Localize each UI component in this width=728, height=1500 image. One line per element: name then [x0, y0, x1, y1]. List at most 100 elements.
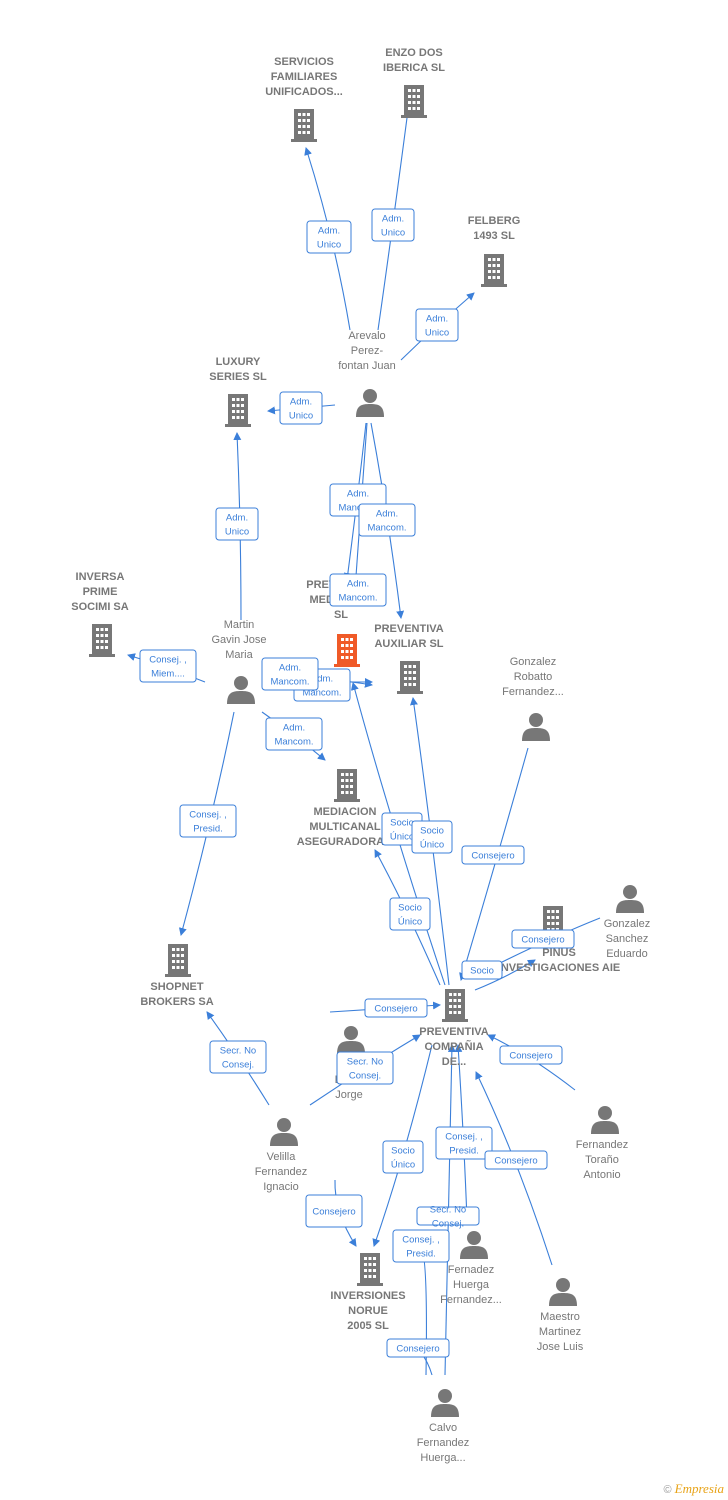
edge-label-frame [484, 1150, 548, 1170]
person-icon [460, 1231, 488, 1259]
node-label: UNIFICADOS... [265, 86, 343, 98]
node-label: Velilla [267, 1151, 297, 1163]
edge-label-box: Consejero [511, 929, 575, 949]
node-label: SOCIMI SA [71, 601, 129, 613]
edge-label-frame [279, 391, 323, 425]
node-label: SL [334, 609, 348, 621]
node-compania[interactable]: PREVENTIVACOMPAÑIADE... [419, 989, 489, 1068]
node-label: Gonzalez [510, 656, 556, 668]
edge-label-frame [305, 1194, 363, 1228]
edge-label-box: Consejero [484, 1150, 548, 1170]
edge-label-text: Consejero [312, 1207, 355, 1218]
node-label: Calvo [429, 1422, 457, 1434]
edge-label-text: Adm. [318, 226, 340, 237]
node-servicios[interactable]: SERVICIOSFAMILIARESUNIFICADOS... [265, 56, 343, 142]
person-icon [270, 1118, 298, 1146]
node-label: Maestro [540, 1311, 580, 1323]
edge-label-frame [386, 1338, 450, 1358]
edge-label-text: Presid. [406, 1249, 436, 1260]
edge-label-text: Unico [425, 328, 449, 339]
edge-label-box: Consejero [364, 998, 428, 1018]
edge-label-frame [411, 820, 453, 854]
edge-label-frame [415, 308, 459, 342]
node-label: Arevalo [348, 330, 385, 342]
edge-label-text: Consejero [396, 1344, 439, 1355]
edge-label-text: Socio [390, 818, 414, 829]
person-icon [522, 713, 550, 741]
edge-label-frame [382, 1140, 424, 1174]
node-label: PREVENTIVA [374, 623, 444, 635]
edge-label-box: Adm.Unico [215, 507, 259, 541]
edge-label-box: Adm.Unico [371, 208, 415, 242]
node-label: PINUS [542, 947, 576, 959]
edge-label-box: Consej. ,Miem.... [139, 649, 197, 683]
node-label: Huerga [453, 1279, 490, 1291]
node-calvo[interactable]: CalvoFernandezHuerga... [417, 1389, 470, 1464]
building-icon [334, 769, 360, 802]
node-label: Fernandez [255, 1166, 308, 1178]
edge-label-text: Socio [420, 826, 444, 837]
edge-label-frame [461, 960, 503, 980]
node-gonzalezR[interactable]: GonzalezRobattoFernandez... [502, 656, 564, 741]
node-label: Jose Luis [537, 1341, 584, 1353]
edge-label-text: Único [398, 917, 422, 928]
edge-label-frame [364, 998, 428, 1018]
node-label: MULTICANAL [309, 821, 381, 833]
node-auxiliar[interactable]: PREVENTIVA AUXILIAR SL [374, 623, 444, 694]
edge-label-text: Adm. [311, 674, 333, 685]
node-label: INVERSA [76, 571, 125, 583]
edge-label-text: Presid. [193, 824, 223, 835]
edge-label-text: Adm. [347, 489, 369, 500]
edge-label-text: Consej. [222, 1060, 254, 1071]
edge-label-text: Miem.... [151, 669, 185, 680]
edge-label-text: Mancom. [338, 503, 377, 514]
edge-label-box: Consej. ,Presid. [392, 1229, 450, 1263]
edge-label-text: Consejero [374, 1004, 417, 1015]
edge-label-box: Adm. Unico [306, 220, 352, 254]
edge-label-text: Secr. No [347, 1057, 383, 1068]
person-icon [431, 1389, 459, 1417]
node-label: 1493 SL [473, 230, 515, 242]
node-label: Maria [225, 649, 253, 661]
edge-label-text: Secr. No [430, 1205, 466, 1216]
edge-label-frame [179, 804, 237, 838]
node-label: Antonio [583, 1169, 620, 1181]
edge-label-text: Adm. [426, 314, 448, 325]
node-label: AUXILIAR SL [374, 638, 443, 650]
building-icon [165, 944, 191, 977]
node-label: DE... [442, 1056, 466, 1068]
person-icon [616, 885, 644, 913]
node-fernaderH[interactable]: FernadezHuergaFernandez... [440, 1231, 502, 1306]
node-label: Fernandez [417, 1437, 470, 1449]
node-multicanal[interactable]: MEDIACIONMULTICANALASEGURADORA... [297, 769, 394, 848]
edge-label-frame [209, 1040, 267, 1074]
node-label: Toraño [585, 1154, 619, 1166]
edge-label-frame [261, 657, 319, 691]
edge-labels-layer: Adm.UnicoAdm.UnicoAdm.UnicoAdm.UnicoAdm.… [139, 208, 575, 1358]
edge-label-text: Unico [317, 240, 341, 251]
edge-label-text: Socio [470, 966, 494, 977]
node-label: FAMILIARES [271, 71, 338, 83]
edge-label-text: Socio [398, 903, 422, 914]
edge-label-box: Adm.Mancom. [261, 657, 319, 691]
node-label: Fernandez... [502, 686, 564, 698]
edge-label-box: Consej. ,Presid. [179, 804, 237, 838]
edge-label-frame [416, 1206, 480, 1226]
building-icon [357, 1253, 383, 1286]
node-label: Perez- [351, 345, 384, 357]
edge-label-text: Unico [289, 411, 313, 422]
